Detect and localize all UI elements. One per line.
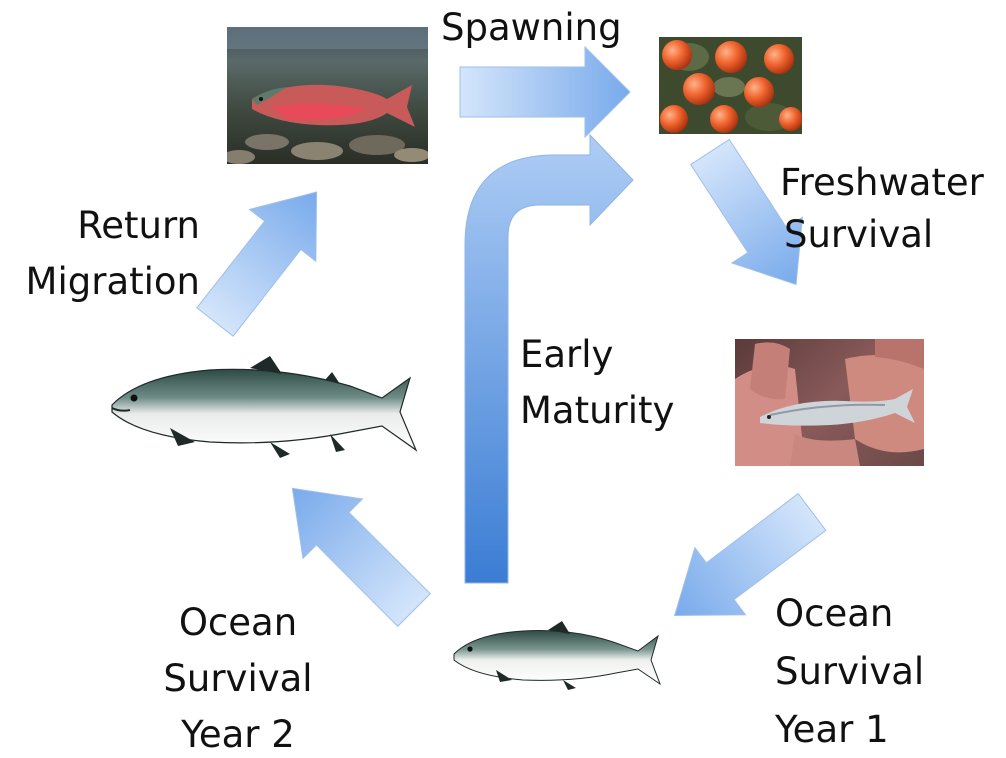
salmon-eggs-illustration xyxy=(659,37,802,134)
ocean-survival-year2-line2: Survival xyxy=(148,651,328,707)
salmon-eggs-photo xyxy=(659,37,802,134)
ocean-survival-year1-line3: Year 1 xyxy=(775,701,924,758)
ocean-survival-year2-line3: Year 2 xyxy=(148,707,328,758)
return-migration-arrow xyxy=(182,166,350,348)
early-maturity-line1: Early xyxy=(520,327,674,383)
spawning-arrow xyxy=(460,47,630,137)
adult-salmon-image xyxy=(100,350,420,465)
young-ocean-salmon-image xyxy=(448,618,663,693)
ocean-survival-year2-label: Ocean Survival Year 2 xyxy=(148,595,328,758)
early-maturity-label: Early Maturity xyxy=(520,327,674,439)
early-maturity-line2: Maturity xyxy=(520,383,674,439)
freshwater-survival-label: Freshwater Survival xyxy=(780,157,984,261)
return-migration-line1: Return xyxy=(8,198,200,254)
ocean-survival-year1-line2: Survival xyxy=(775,643,924,701)
spawning-label: Spawning xyxy=(441,2,622,54)
spawning-salmon-photo xyxy=(227,27,428,164)
ocean-survival-year1-line1: Ocean xyxy=(775,585,924,643)
ocean-survival-year1-label: Ocean Survival Year 1 xyxy=(775,585,924,758)
return-migration-label: Return Migration xyxy=(8,198,200,310)
smolt-in-hand-photo xyxy=(735,339,924,466)
freshwater-survival-line2: Survival xyxy=(780,209,984,261)
freshwater-survival-line1: Freshwater xyxy=(780,157,984,209)
spawning-salmon-illustration xyxy=(227,27,428,164)
ocean-survival-year2-line1: Ocean xyxy=(148,595,328,651)
return-migration-line2: Migration xyxy=(8,254,200,310)
smolt-in-hand-illustration xyxy=(735,339,924,466)
